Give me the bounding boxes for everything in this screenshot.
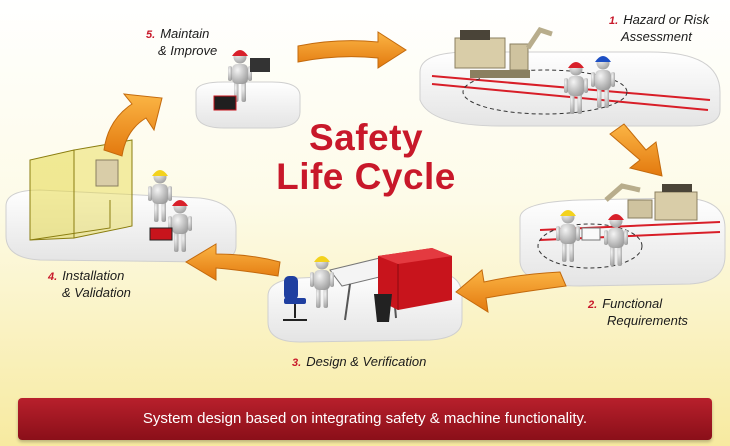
- step-3-label: 3. Design & Verification: [292, 354, 426, 371]
- toolbox-icon: [149, 227, 173, 241]
- cycle-arrow: [103, 93, 163, 157]
- step-text-line-2: & Validation: [62, 285, 131, 300]
- robot-arm-icon: [454, 27, 553, 78]
- filing-cabinet-icon: [378, 248, 452, 310]
- step-5-label: 5. Maintain & Improve: [146, 26, 217, 58]
- banner-text: System design based on integrating safet…: [142, 410, 588, 427]
- clipboard-icon: [581, 227, 601, 241]
- toolbox-icon: [213, 95, 237, 111]
- cycle-arrow: [297, 31, 407, 69]
- safety-fence-icon: [29, 139, 133, 241]
- diagram-title: Safety Life Cycle: [256, 118, 476, 196]
- step-4-label: 4. Installation & Validation: [48, 268, 131, 300]
- office-chair-icon: [283, 276, 307, 321]
- laptop-icon: [250, 58, 270, 72]
- step-text-line-1: Hazard or Risk: [623, 12, 710, 27]
- stage-installation-validation-scene: [5, 139, 237, 263]
- step-text-line-1: Installation: [62, 268, 125, 283]
- title-line-1: Safety: [308, 117, 424, 158]
- stage-maintain-improve-scene: [195, 50, 301, 129]
- step-number: 5.: [146, 29, 156, 41]
- summary-banner: System design based on integrating safet…: [18, 398, 712, 440]
- waste-bin-icon: [374, 294, 392, 322]
- title-line-2: Life Cycle: [276, 156, 456, 197]
- step-text-line-2: Requirements: [607, 313, 688, 328]
- step-number: 3.: [292, 357, 302, 369]
- cycle-arrow: [455, 269, 567, 313]
- stage-functional-requirements-scene: [519, 183, 726, 287]
- stage-design-verification-scene: [267, 248, 463, 343]
- stage-hazard-assessment-scene: [419, 27, 721, 127]
- step-text-line-1: Design & Verification: [306, 354, 427, 369]
- step-number: 1.: [609, 15, 619, 27]
- cycle-arrow: [185, 243, 281, 281]
- step-number: 4.: [48, 271, 58, 283]
- step-text-line-2: Assessment: [621, 29, 692, 44]
- step-text-line-1: Maintain: [160, 26, 210, 41]
- step-text-line-1: Functional: [602, 296, 663, 311]
- step-text-line-2: & Improve: [158, 43, 218, 58]
- step-1-label: 1. Hazard or Risk Assessment: [609, 12, 709, 44]
- robot-cell-icon: [604, 183, 698, 221]
- hardhat-icon: [568, 62, 584, 68]
- step-number: 2.: [588, 299, 598, 311]
- cycle-arrow: [609, 123, 663, 177]
- step-2-label: 2. Functional Requirements: [588, 296, 688, 328]
